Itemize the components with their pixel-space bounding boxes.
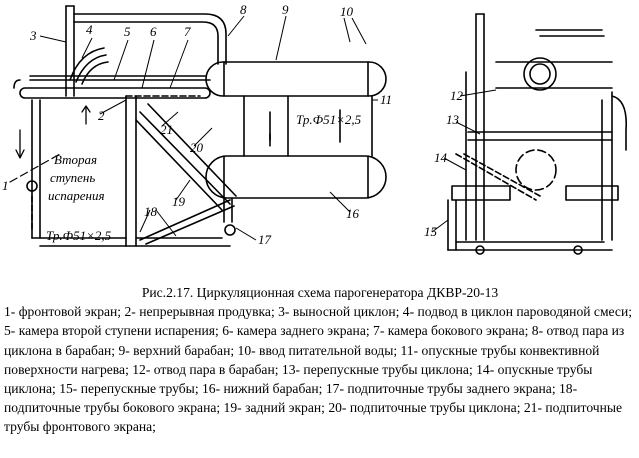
- stage-label-line1: Вторая: [54, 152, 97, 167]
- label-16: 16: [346, 206, 360, 221]
- mixture-inlet: [69, 47, 109, 85]
- label-14: 14: [434, 150, 448, 165]
- label-20: 20: [190, 140, 204, 155]
- rear-screen-feed: [223, 197, 236, 236]
- label-8: 8: [240, 2, 247, 17]
- label-13: 13: [446, 112, 460, 127]
- figure-caption: Рис.2.17. Циркуляционная схема парогенер…: [4, 283, 636, 437]
- label-21: 21: [160, 122, 173, 137]
- side-view: [447, 13, 628, 255]
- rear-screen: [135, 103, 237, 245]
- external-cyclone: [65, 5, 75, 97]
- label-6: 6: [150, 24, 157, 39]
- label-4: 4: [86, 22, 93, 37]
- label-17: 17: [258, 232, 272, 247]
- label-9: 9: [282, 2, 289, 17]
- label-7: 7: [184, 24, 191, 39]
- convective-tubes: [243, 95, 373, 157]
- label-2: 2: [98, 108, 105, 123]
- label-18: 18: [144, 204, 158, 219]
- label-3: 3: [29, 28, 37, 43]
- upper-drum: [205, 61, 387, 97]
- label-5: 5: [124, 24, 131, 39]
- steam-outlet-pipe: [73, 13, 227, 65]
- lower-drum: [205, 155, 387, 199]
- label-1: 1: [2, 178, 9, 193]
- caption-title: Рис.2.17. Циркуляционная схема парогенер…: [141, 285, 499, 300]
- pipe-spec-right: Тр.Ф51×2,5: [296, 112, 362, 127]
- caption-legend: 1- фронтовой экран; 2- непрерывная проду…: [4, 304, 633, 435]
- callout-labels: 1 2 3 4 5 6 7 8 9 10 11 12 13 14 15 16 1…: [2, 2, 464, 247]
- pipe-spec-left: Тр.Ф51×2,5: [46, 228, 112, 243]
- stage-label-line2: ступень: [50, 170, 95, 185]
- boiler-circulation-diagram: 1 2 3 4 5 6 7 8 9 10 11 12 13 14 15 16 1…: [2, 2, 628, 255]
- label-10: 10: [340, 4, 354, 19]
- label-12: 12: [450, 88, 464, 103]
- label-11: 11: [380, 92, 392, 107]
- second-stage-header: [13, 75, 211, 99]
- label-15: 15: [424, 224, 438, 239]
- leader-lines: [39, 15, 497, 241]
- label-19: 19: [172, 194, 186, 209]
- stage-label-line3: испарения: [48, 188, 105, 203]
